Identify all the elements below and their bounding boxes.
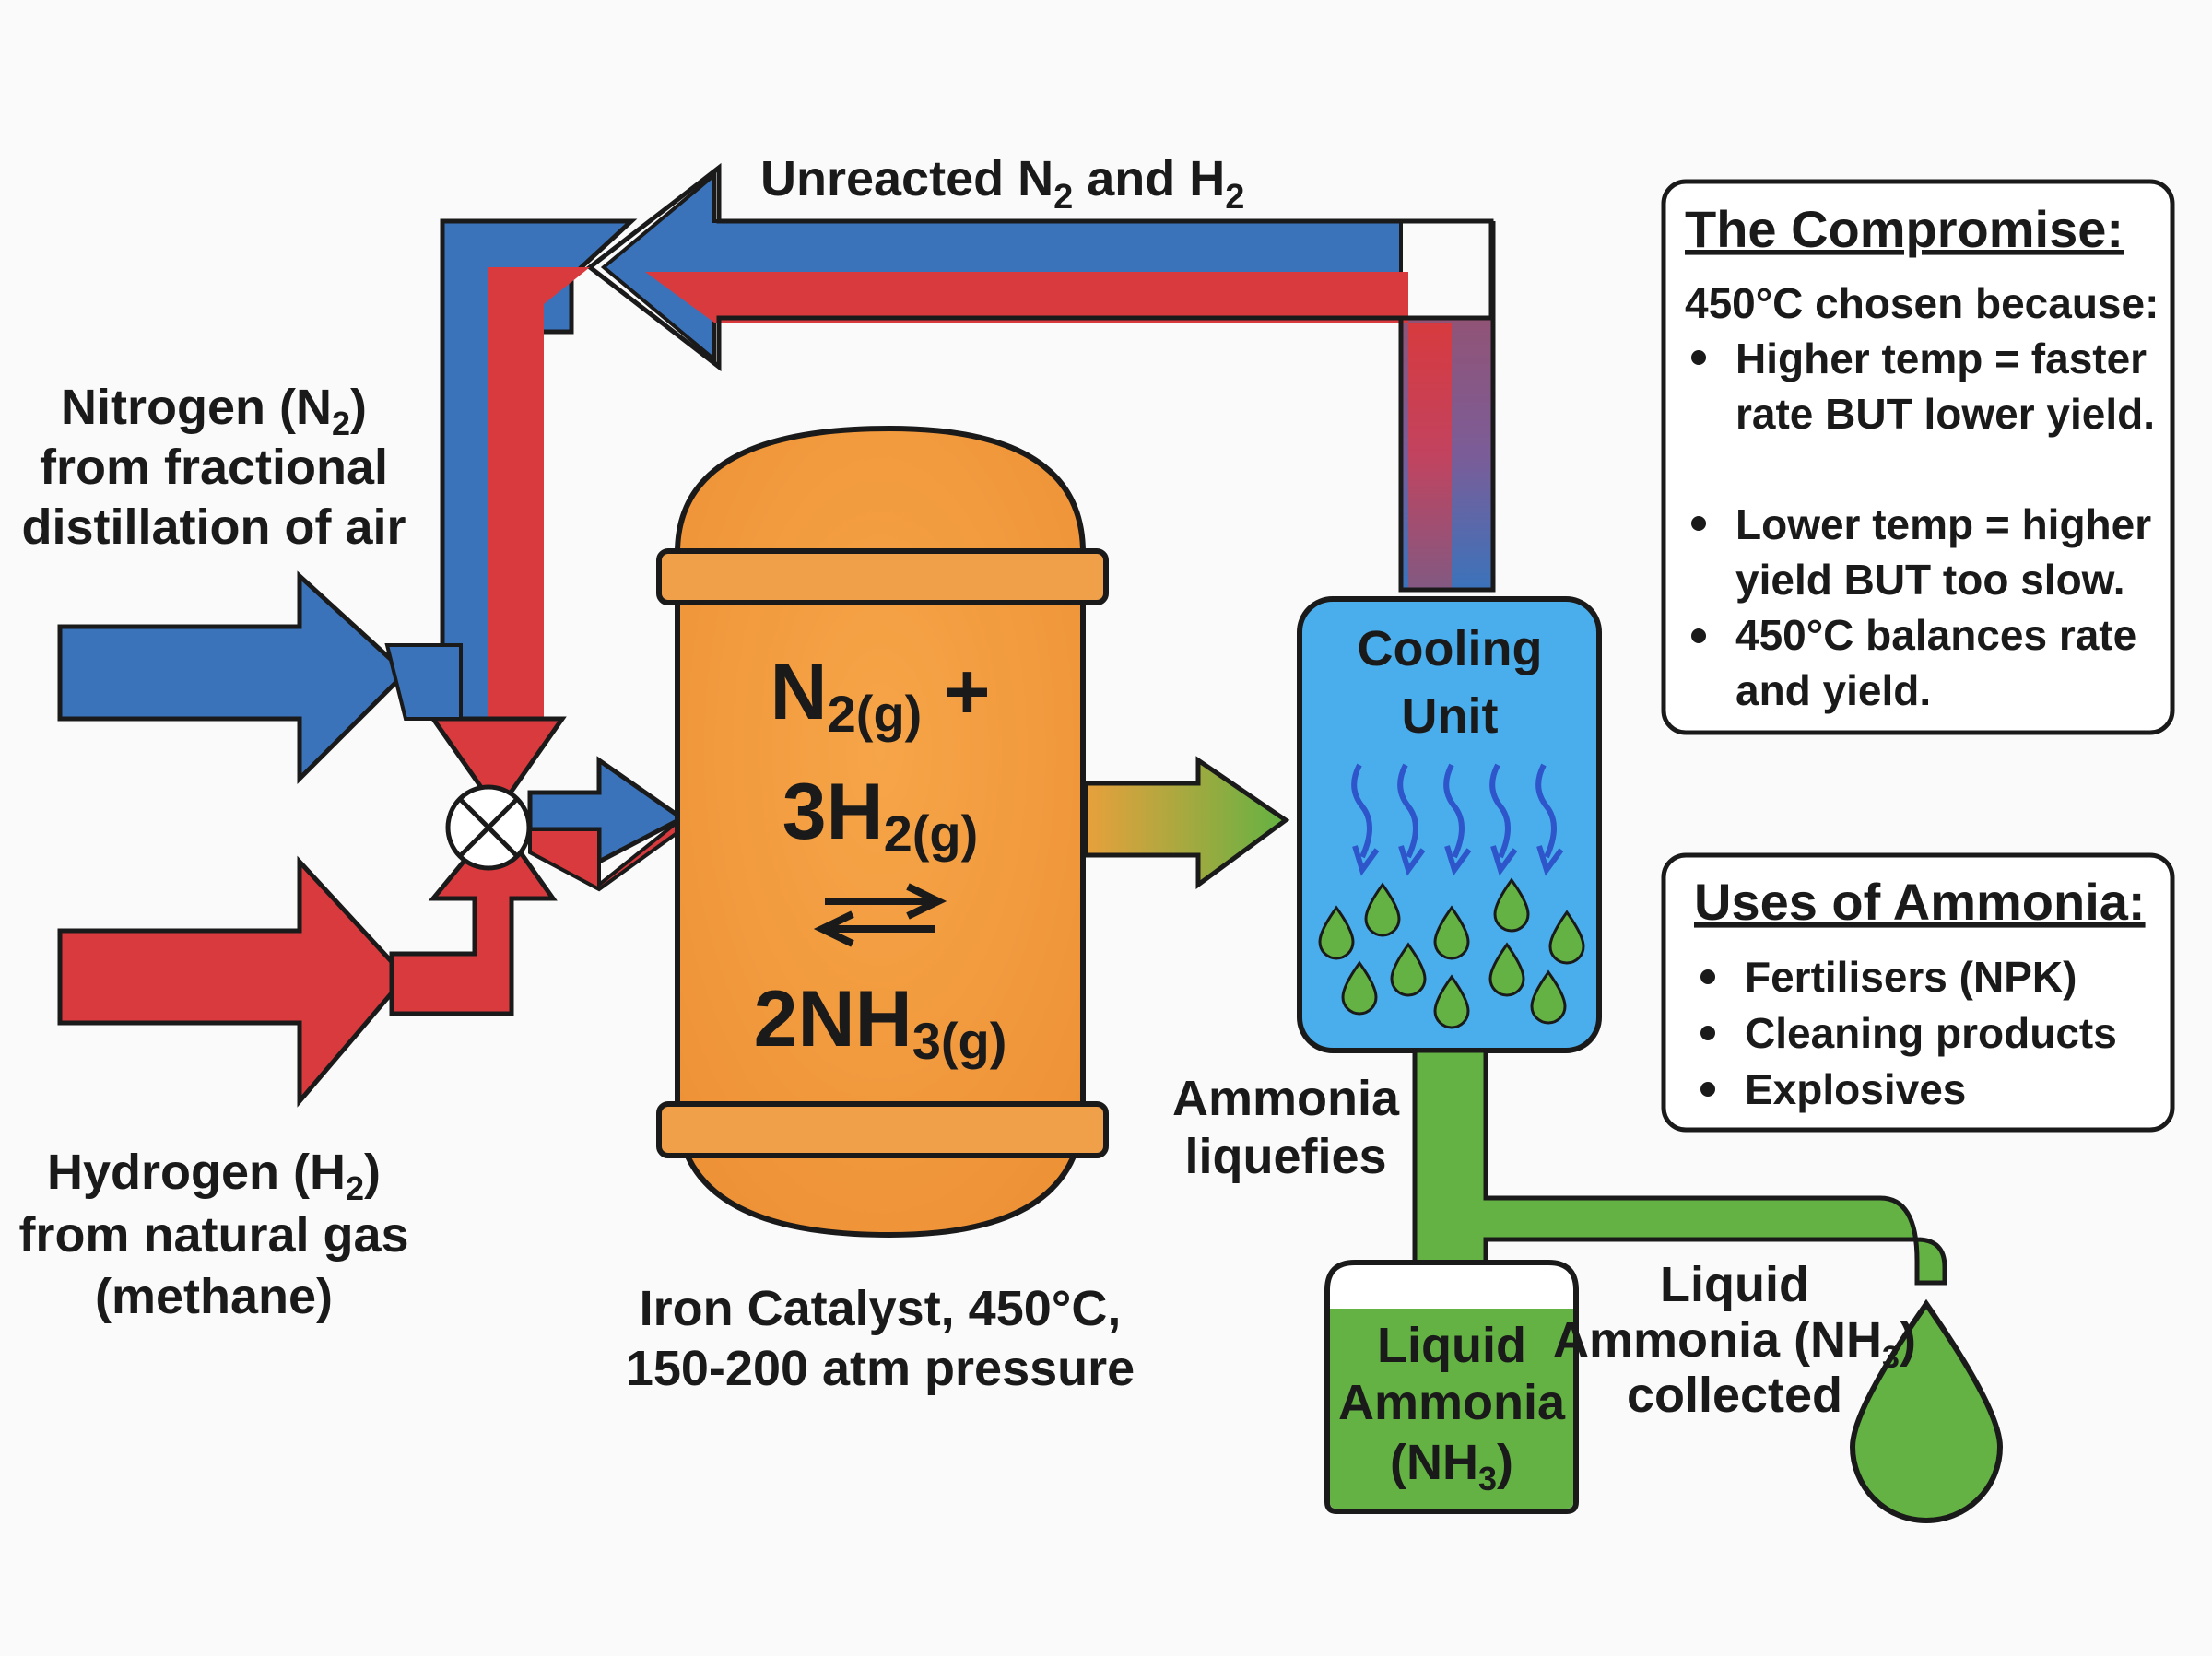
- compromise-bullet-3-line-1: 450°C balances rate: [1735, 611, 2136, 659]
- condensate-droplets: [1318, 877, 1585, 1029]
- mixing-valve-icon: [445, 784, 532, 871]
- tank-label-2: Ammonia: [1338, 1375, 1566, 1430]
- reactor-output-arrow: [1083, 756, 1290, 889]
- uses-title: Uses of Ammonia:: [1694, 873, 2146, 931]
- svg-text:Nitrogen (N2): Nitrogen (N2): [61, 380, 367, 442]
- compromise-bullet-1-line-1: Higher temp = faster: [1735, 335, 2147, 382]
- cooling-label-2: Unit: [1402, 688, 1499, 744]
- svg-text:Iron Catalyst, 450°C,: Iron Catalyst, 450°C,: [640, 1281, 1122, 1336]
- recycle-pipe-red: [645, 272, 1452, 590]
- compromise-box: The Compromise: 450°C chosen because: Hi…: [1661, 179, 2175, 735]
- hydrogen-source-label: Hydrogen (H2) from natural gas (methane): [18, 1145, 408, 1324]
- cooling-unit: Cooling Unit: [1297, 596, 1602, 1053]
- svg-text:Ammonia (NH3): Ammonia (NH3): [1553, 1312, 1916, 1375]
- recycle-downpipe: [429, 218, 638, 816]
- tank-label-1: Liquid: [1377, 1318, 1526, 1373]
- ammonia-tank: Liquid Ammonia (NH3): [1324, 1260, 1579, 1514]
- equilibrium-arrows-icon: [813, 883, 947, 947]
- svg-text:liquefies: liquefies: [1184, 1129, 1386, 1184]
- recycle-loop: [585, 162, 1496, 593]
- nitrogen-inlet-arrow: [57, 570, 409, 785]
- liquefies-label: Ammonia liquefies: [1172, 1071, 1400, 1184]
- reaction-equation: N2(g) + 3H2(g) 2NH3(g): [754, 648, 1007, 1070]
- svg-text:Liquid: Liquid: [1660, 1257, 1809, 1312]
- reactor-vessel: [656, 425, 1109, 1239]
- svg-text:Hydrogen (H2): Hydrogen (H2): [47, 1145, 381, 1207]
- svg-text:Ammonia: Ammonia: [1172, 1071, 1400, 1126]
- svg-text:collected: collected: [1627, 1368, 1842, 1423]
- reaction-conditions: Iron Catalyst, 450°C, 150-200 atm pressu…: [626, 1281, 1135, 1396]
- uses-item-2: Cleaning products: [1745, 1009, 2117, 1057]
- svg-text:distillation of air: distillation of air: [21, 499, 406, 555]
- compromise-bullet-2-line-1: Lower temp = higher: [1735, 500, 2151, 548]
- uses-item-3: Explosives: [1745, 1065, 1966, 1113]
- tank-label-3: (NH3): [1390, 1435, 1513, 1497]
- recycle-arrow-head: [585, 162, 1494, 372]
- recycle-label: Unreacted N2 and H2: [760, 151, 1244, 217]
- equation-line-2: 3H2(g): [782, 768, 979, 863]
- hydrogen-inlet-arrow: [57, 855, 409, 1108]
- compromise-bullet-1-line-2: rate BUT lower yield.: [1735, 390, 2155, 438]
- uses-item-1: Fertilisers (NPK): [1745, 953, 2077, 1001]
- svg-text:from natural gas: from natural gas: [18, 1207, 408, 1263]
- equation-line-3: 2NH3(g): [754, 975, 1007, 1070]
- nitrogen-source-label: Nitrogen (N2) from fractional distillati…: [21, 380, 406, 555]
- svg-text:from fractional: from fractional: [40, 440, 388, 495]
- reactor-band-top: [656, 548, 1109, 605]
- reactor-band-bottom: [656, 1101, 1109, 1158]
- equation-line-1: N2(g) +: [771, 648, 991, 743]
- svg-text:(methane): (methane): [95, 1269, 333, 1324]
- collected-label: Liquid Ammonia (NH3) collected: [1553, 1257, 1916, 1423]
- compromise-bullet-3-line-2: and yield.: [1735, 666, 1931, 714]
- uses-box: Uses of Ammonia: Fertilisers (NPK) Clean…: [1661, 852, 2175, 1133]
- compromise-bullet-2-line-2: yield BUT too slow.: [1735, 556, 2125, 604]
- compromise-intro: 450°C chosen because:: [1685, 279, 2159, 327]
- ammonia-pipes: [1412, 1048, 1947, 1286]
- cooling-arrows-icon: [1351, 763, 1564, 876]
- svg-text:150-200 atm pressure: 150-200 atm pressure: [626, 1341, 1135, 1396]
- cooling-label-1: Cooling: [1358, 621, 1543, 676]
- ammonia-droplet-icon: [1849, 1298, 2004, 1523]
- compromise-title: The Compromise:: [1685, 200, 2124, 258]
